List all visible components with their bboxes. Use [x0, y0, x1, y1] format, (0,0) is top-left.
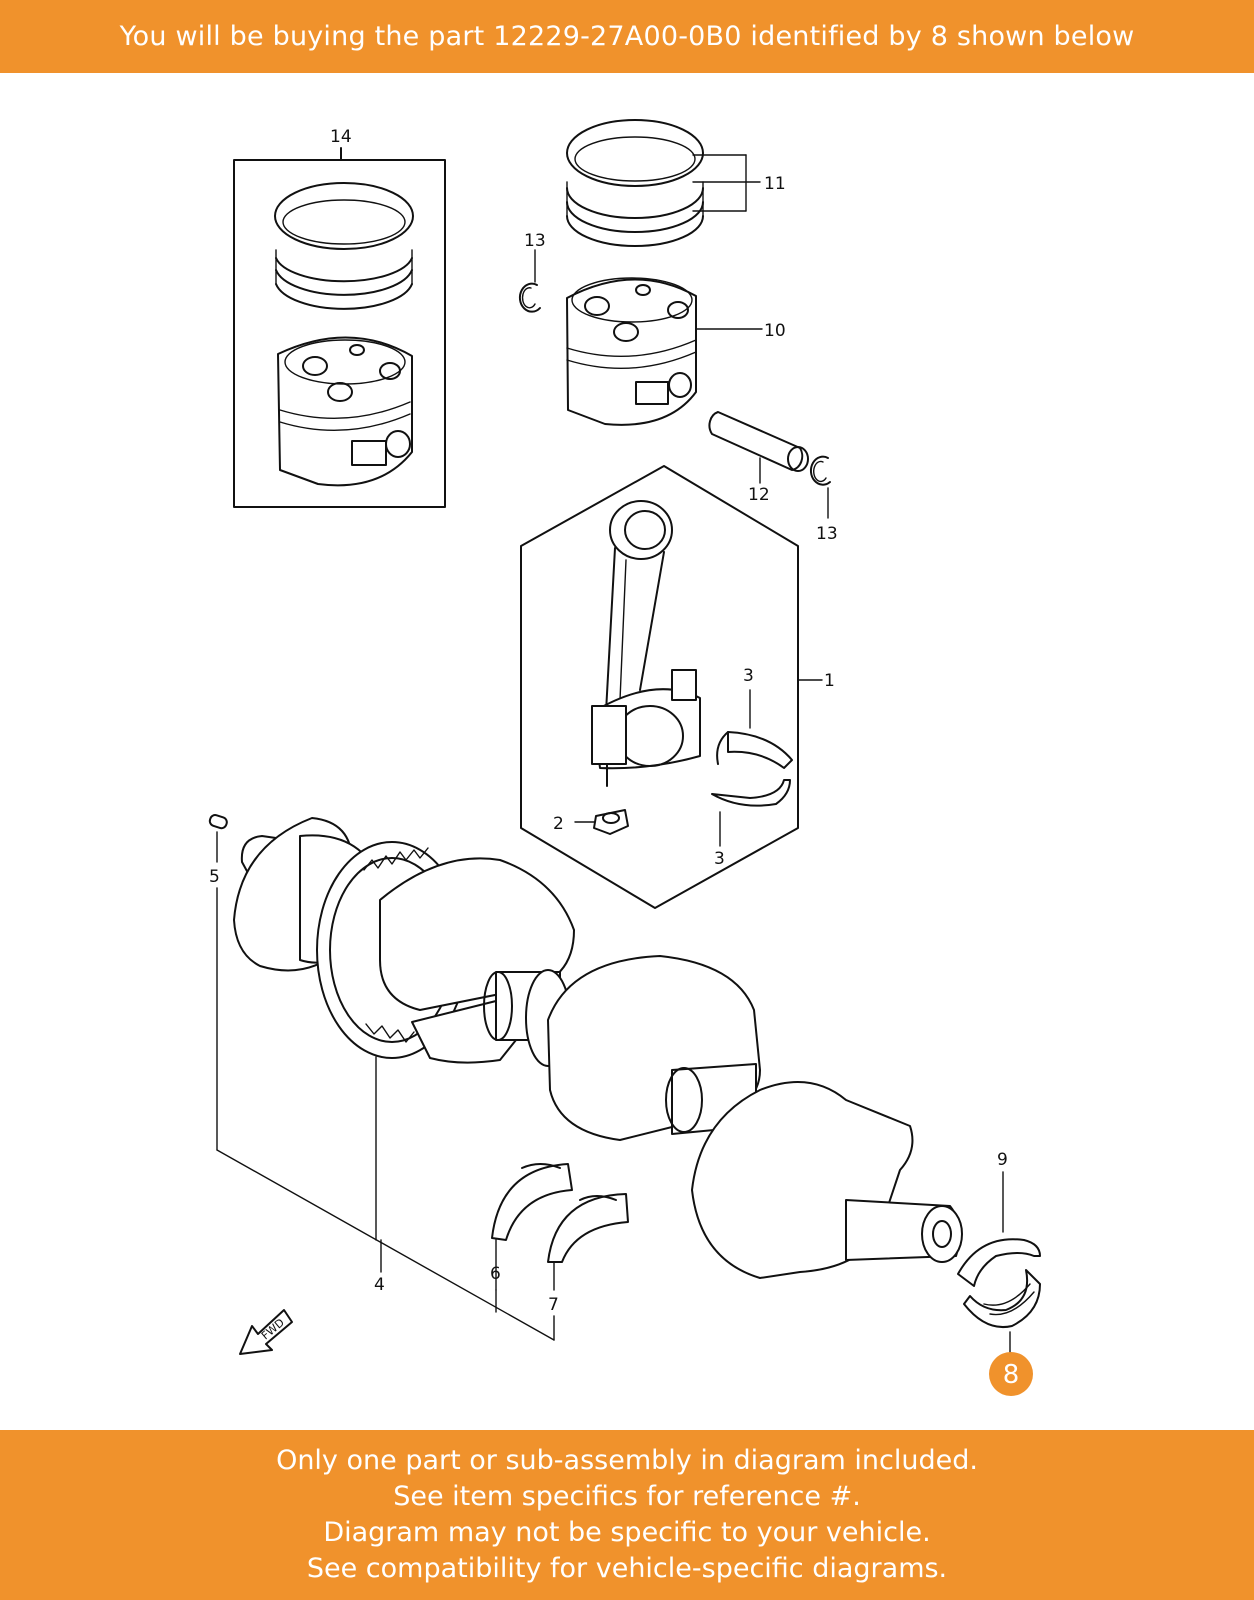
highlight-circle: [989, 1352, 1033, 1396]
callout-10: 10: [764, 321, 786, 341]
fwd-arrow-icon: FWD: [239, 1309, 293, 1355]
callout-8: 8: [1003, 1360, 1020, 1390]
bearing-3-lower: [711, 779, 791, 847]
bearing-3-upper: [716, 689, 793, 769]
piston-10: [566, 277, 763, 426]
callout-9: 9: [997, 1150, 1008, 1170]
parts-diagram: FWD 14 11 13 10 12 13 1 3 2 3 5 4 6 7 9 …: [0, 73, 1254, 1430]
callout-14: 14: [330, 127, 352, 147]
disclaimer-line-3: Diagram may not be specific to your vehi…: [323, 1517, 931, 1548]
piston-set-14-box: [233, 147, 446, 508]
callout-7: 7: [548, 1295, 559, 1315]
callout-3-upper: 3: [743, 666, 754, 686]
callout-13-right: 13: [816, 524, 838, 544]
callout-4: 4: [374, 1275, 385, 1295]
callout-5: 5: [209, 867, 220, 887]
callout-labels: 14 11 13 10 12 13 1 3 2 3 5 4 6 7 9: [209, 127, 1008, 1315]
conrod-set-1-frame: [520, 465, 823, 909]
callout-6: 6: [490, 1264, 501, 1284]
main-bearing-9: [957, 1171, 1041, 1287]
top-banner: You will be buying the part 12229-27A00-…: [0, 0, 1254, 73]
thrust-bearing-7: [547, 1193, 629, 1263]
callout-1: 1: [824, 671, 835, 691]
main-bearing-8-highlighted: [963, 1269, 1041, 1353]
leader-lines: [216, 1149, 555, 1341]
part-notice-text: You will be buying the part 12229-27A00-…: [119, 21, 1135, 52]
callout-2: 2: [553, 814, 564, 834]
piston-pin-12: [708, 411, 809, 484]
callout-12: 12: [748, 485, 770, 505]
callout-11: 11: [764, 174, 786, 194]
disclaimer-line-4: See compatibility for vehicle-specific d…: [306, 1553, 948, 1584]
callout-8-highlight: 8: [989, 1352, 1033, 1396]
circlip-13-left: [518, 249, 541, 313]
crankshaft-4: [233, 817, 963, 1279]
callout-13-top: 13: [524, 231, 546, 251]
disclaimer-line-1: Only one part or sub-assembly in diagram…: [276, 1445, 978, 1476]
dowel-pin-5: [208, 814, 228, 1151]
callout-3-lower: 3: [714, 849, 725, 869]
piston-rings-11: [566, 119, 761, 247]
thrust-bearing-6: [491, 1163, 573, 1241]
disclaimer-line-2: See item specifics for reference #.: [393, 1481, 861, 1512]
connecting-rod: [591, 500, 701, 787]
bottom-banner: Only one part or sub-assembly in diagram…: [0, 1430, 1254, 1600]
circlip-13-right: [809, 455, 831, 519]
nut-2: [574, 809, 629, 835]
